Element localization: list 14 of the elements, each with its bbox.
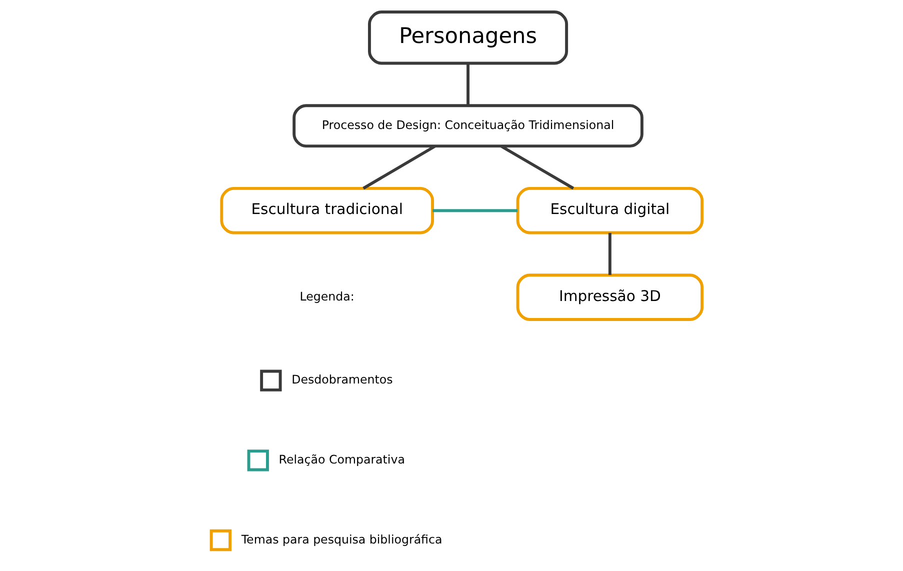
connector <box>500 144 574 190</box>
legend-label: Desdobramentos <box>291 372 392 387</box>
node-box: Personagens <box>368 10 568 65</box>
connector <box>466 64 469 106</box>
legend-label: Relação Comparativa <box>278 452 404 466</box>
node-box: Impressão 3D <box>516 274 704 321</box>
connector <box>432 209 517 212</box>
node-box: Escultura digital <box>516 186 704 234</box>
node-box: Processo de Design: Conceituação Tridimensional <box>292 104 643 148</box>
connector <box>608 232 611 275</box>
legend-label: Temas para pesquisa bibliográfica <box>240 532 442 546</box>
label: Legenda: <box>299 289 354 304</box>
connector <box>362 144 436 190</box>
node-box: Escultura tradicional <box>220 186 434 234</box>
